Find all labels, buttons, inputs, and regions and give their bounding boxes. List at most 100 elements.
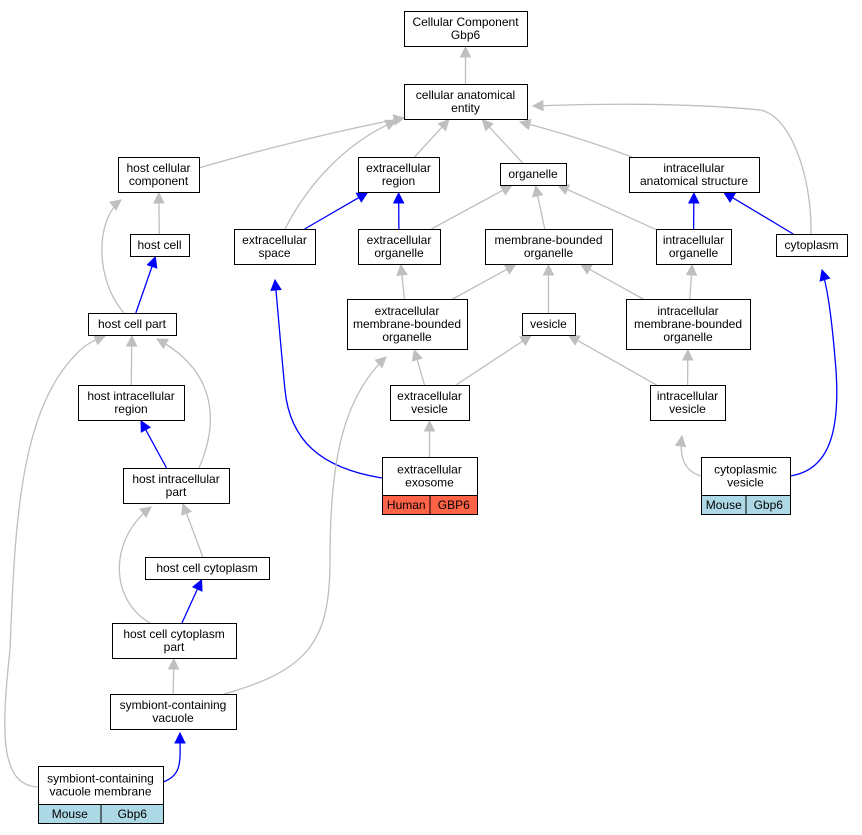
edge-intracellular-membrane-bounded-organelle-to-membrane-bounded-organelle [579,263,644,300]
node-box [404,84,528,120]
species-cell: Mouse [38,804,102,824]
edge-extracellular-region-to-cellular-anatomical-entity [414,118,450,158]
arrowhead-icon [819,268,831,282]
arrowhead-icon [531,99,544,112]
edge-line [537,195,546,230]
arrowhead-icon [167,657,180,670]
node-box [110,694,237,730]
node-cytoplasm[interactable]: cytoplasm [776,234,848,257]
annotation-cell-bg [429,495,478,515]
edge-line [198,117,405,169]
edge-host-cell-part-to-host-cellular-component [101,199,125,314]
node-label-line: host cell part [98,317,167,331]
node-label-line: cytoplasm [784,238,838,252]
node-box [776,234,848,257]
edge-extracellular-membrane-bounded-organelle-to-extracellular-organelle [396,263,408,300]
edge-line [145,429,168,469]
node-box [485,229,613,265]
node-label-line: region [114,402,147,416]
node-label-line: organelle [524,246,574,260]
node-box [404,11,528,47]
arrowhead-icon [723,191,737,203]
node-box [358,157,440,193]
arrowhead-icon [532,184,544,198]
edge-symbiont-containing-vacuole-to-host-cell-cytoplasm-part [167,657,180,695]
edge-vesicle-to-membrane-bounded-organelle [542,263,555,313]
node-label-line: entity [451,101,480,115]
edge-line [118,506,152,624]
node-vesicle[interactable]: vesicle [522,313,576,336]
edge-extracellular-exosome-to-extracellular-vesicle [423,419,436,457]
arrowhead-icon [181,502,193,516]
edge-intracellular-vesicle-to-intracellular-membrane-bounded-organelle [681,348,694,386]
node-label-line: intracellular [657,389,718,403]
node-label-line: extracellular [397,463,462,477]
node-box [145,557,270,580]
node-label-line: organelle [669,246,719,260]
edge-line [156,338,211,469]
edge-cytoplasmic-vesicle-to-intracellular-vesicle [674,434,702,477]
edge-intracellular-anatomical-structure-to-cellular-anatomical-entity [518,118,633,158]
arrowhead-icon [542,263,555,276]
node-box [347,299,468,350]
node-box [626,299,751,350]
node-label-line: cellular anatomical [416,88,515,102]
node-box [390,385,470,421]
node-label-line: organelle [508,167,558,181]
arrowhead-icon [384,119,398,131]
edge-host-intracellular-region-to-host-cell-part [125,334,138,386]
edge-line [135,266,153,314]
node-organelle[interactable]: organelle [500,163,567,186]
edge-extracellular-organelle-to-extracellular-region [392,191,405,230]
node-host-cell[interactable]: host cell [130,234,190,257]
node-box [234,229,316,265]
edge-host-cellular-component-to-cellular-anatomical-entity [198,114,406,169]
node-label-line: membrane-bounded [494,233,602,247]
arrowhead-icon [396,263,408,277]
edge-symbiont-containing-vacuole-to-extracellular-membrane-bounded-organelle [223,356,387,695]
edge-line [488,126,524,164]
arrowhead-icon [437,118,450,132]
arrowhead-icon [459,45,472,58]
node-host-cell-part[interactable]: host cell part [88,313,177,336]
node-host-cell-cytoplasm[interactable]: host cell cytoplasm [145,557,270,580]
node-label-line: membrane-bounded [353,317,461,331]
edge-extracellular-space-to-extracellular-region [304,191,369,230]
edge-host-cell-part-to-host-cell [135,255,158,314]
node-label-line: host cell cytoplasm [156,561,257,575]
edge-cellular-anatomical-entity-to-cellular-component [459,45,472,84]
node-label-line: extracellular [375,304,440,318]
node-label-line: exosome [405,476,454,490]
edge-host-cell-cytoplasm-to-host-intracellular-part [181,502,204,558]
node-label-line: vesicle [669,402,706,416]
node-label-line: vacuole membrane [49,785,151,799]
annotation-cell-bg [100,804,164,824]
node-label-line: organelle [663,330,713,344]
node-label-line: extracellular [397,389,462,403]
arrowhead-icon [392,114,406,126]
edge-line [223,356,387,695]
edge-extracellular-vesicle-to-extracellular-membrane-bounded-organelle [411,348,426,386]
edge-line [416,359,426,386]
